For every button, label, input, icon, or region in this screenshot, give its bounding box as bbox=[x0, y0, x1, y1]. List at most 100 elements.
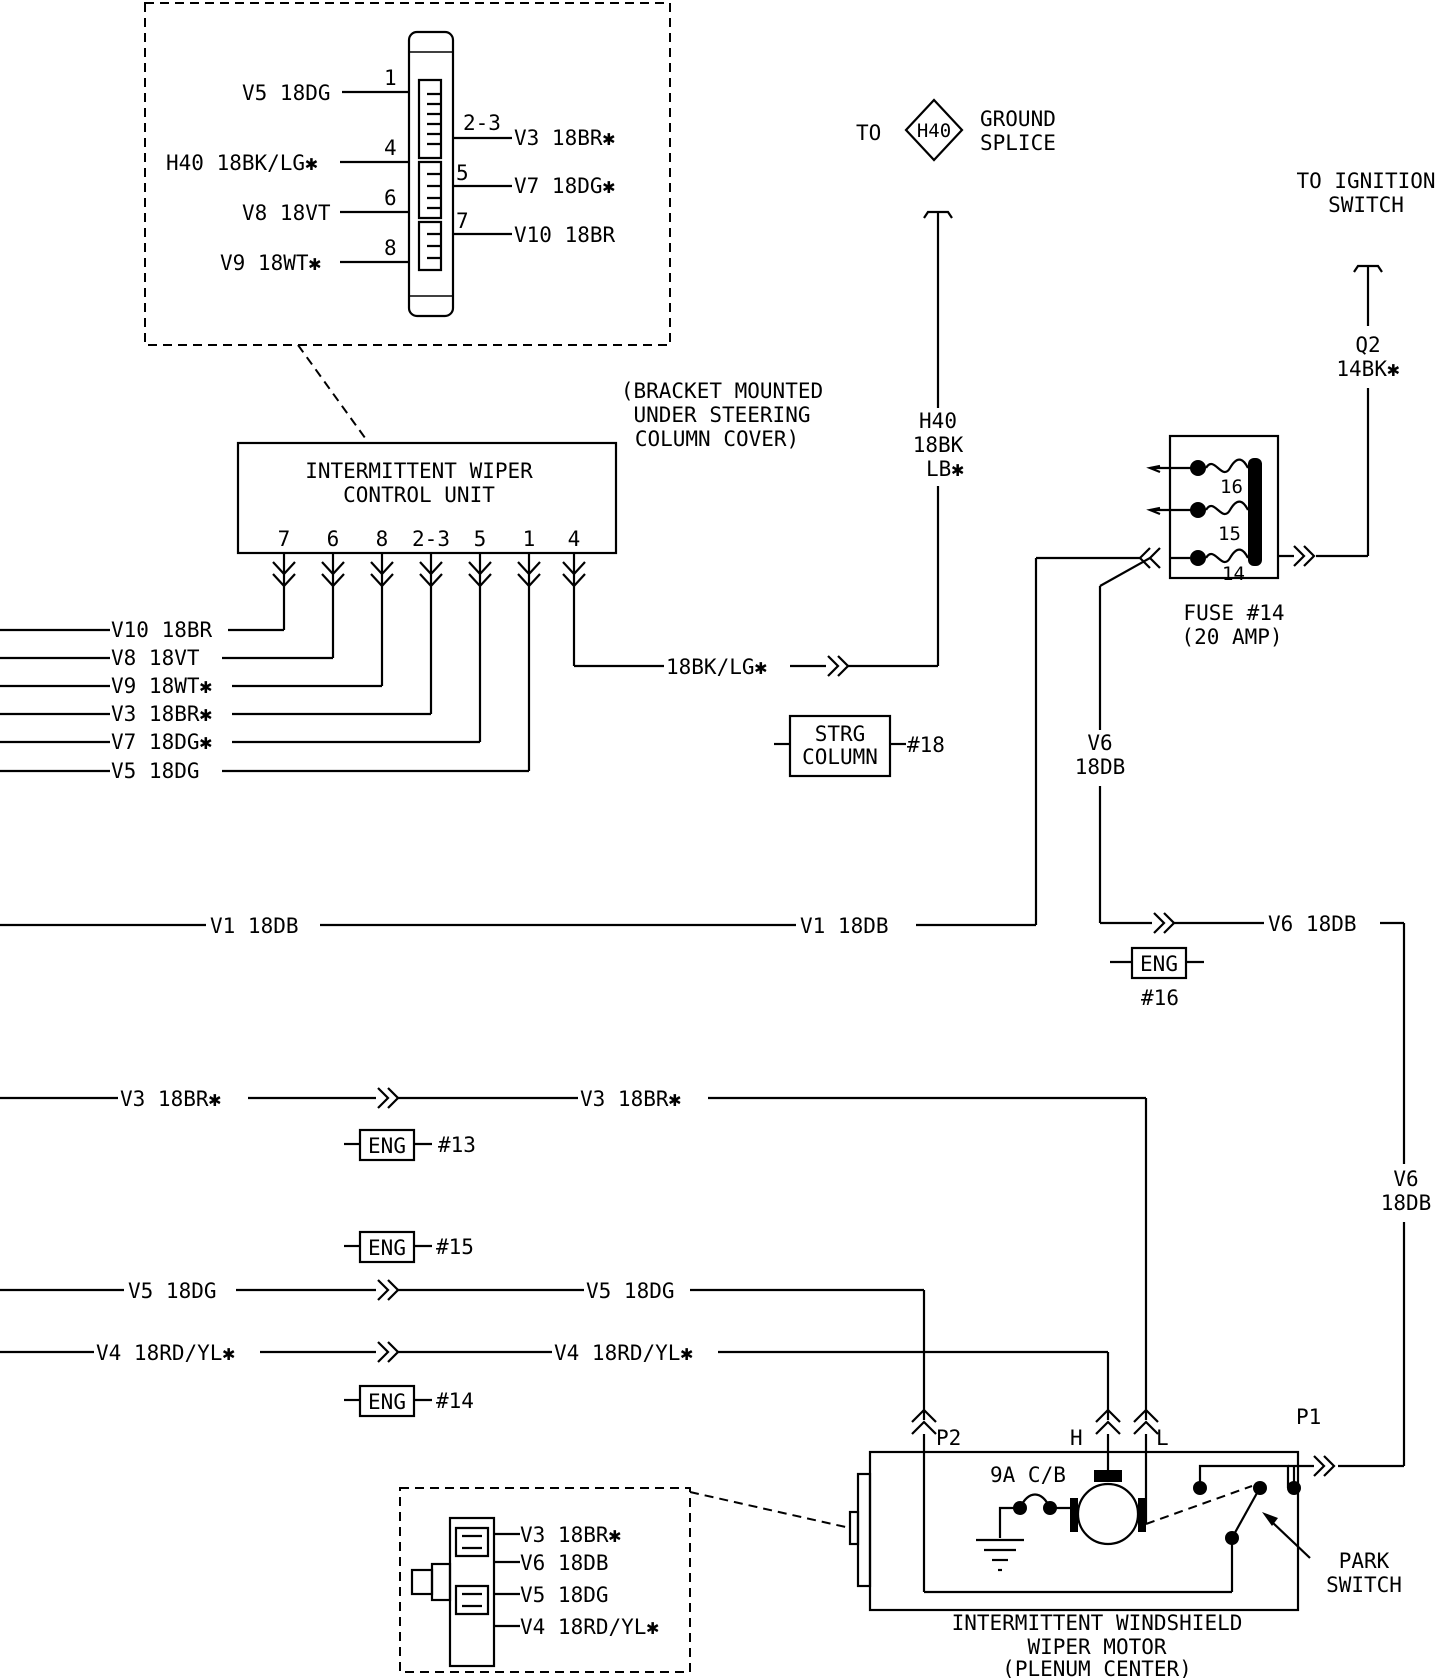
ground-label-2: SPLICE bbox=[980, 131, 1056, 155]
pin-1-wire: V5 18DG bbox=[242, 81, 331, 105]
pin-4-wire: H40 18BK/LG✱ bbox=[166, 151, 318, 175]
ground-splice-badge: H40 bbox=[917, 120, 951, 142]
fuse-label-2: (20 AMP) bbox=[1181, 625, 1282, 649]
v6-wire-label-d: 18DB bbox=[1381, 1191, 1432, 1215]
pin-6-wire: V8 18VT bbox=[242, 201, 331, 225]
left-wire-v7: V7 18DG✱ bbox=[111, 730, 213, 754]
motor-connector-v5: V5 18DG bbox=[520, 1583, 609, 1607]
connector-detail-top: 1 V5 18DG 2-3 V3 18BR✱ 4 H40 18BK/LG✱ 5 … bbox=[144, 2, 671, 443]
pin-5-wire: V7 18DG✱ bbox=[514, 174, 616, 198]
fuse-14-label: 14 bbox=[1222, 563, 1245, 585]
park-switch-label-2: SWITCH bbox=[1326, 1573, 1402, 1597]
control-unit-pin-8: 8 bbox=[376, 527, 389, 551]
left-wire-v5: V5 18DG bbox=[111, 759, 200, 783]
ground-to-label: TO bbox=[856, 121, 881, 145]
bracket-note-line-2: UNDER STEERING bbox=[633, 403, 810, 427]
q2-wire-label-2: 14BK✱ bbox=[1336, 357, 1400, 381]
v6-wire-label-a: V6 bbox=[1087, 731, 1112, 755]
circuit-breaker-label: 9A C/B bbox=[990, 1463, 1066, 1487]
v1-wire-label-right: V1 18DB bbox=[800, 914, 889, 938]
v4-wire: V4 18RD/YL✱ V4 18RD/YL✱ bbox=[0, 1341, 1110, 1420]
fuse-15-label: 15 bbox=[1218, 523, 1241, 545]
strg-column-ref-number: #18 bbox=[907, 733, 945, 757]
v1-wire-label-left: V1 18DB bbox=[210, 914, 299, 938]
h40-wire-label: 18BK/LG✱ bbox=[666, 655, 768, 679]
pin-2-3-wire: V3 18BR✱ bbox=[514, 126, 616, 150]
eng-13-label: ENG bbox=[368, 1134, 406, 1158]
h40-wire-label-1: H40 bbox=[919, 409, 957, 433]
fuse-row-14: 14 bbox=[1190, 548, 1249, 585]
bracket-note-line-1: (BRACKET MOUNTED bbox=[621, 379, 823, 403]
pin-5-label: 5 bbox=[456, 161, 469, 185]
motor-terminal-p2: P2 bbox=[936, 1426, 961, 1450]
v5-wire: V5 18DG V5 18DG bbox=[0, 1279, 926, 1420]
eng-14-ref: #14 bbox=[436, 1389, 474, 1413]
strg-column-ref: STRG COLUMN #18 bbox=[774, 714, 945, 778]
pin-8-wire: V9 18WT✱ bbox=[220, 251, 322, 275]
pin-2-3-label: 2-3 bbox=[463, 111, 501, 135]
bracket-note-line-3: COLUMN COVER) bbox=[635, 427, 799, 451]
control-unit-pin-2-3: 2-3 bbox=[412, 527, 450, 551]
ground-splice: TO H40 GROUND SPLICE H40 18BK LB✱ bbox=[856, 98, 1056, 666]
control-unit-pin-4: 4 bbox=[568, 527, 581, 551]
park-switch-label-1: PARK bbox=[1339, 1549, 1390, 1573]
left-wire-v8: V8 18VT bbox=[111, 646, 200, 670]
v4-wire-label-right: V4 18RD/YL✱ bbox=[554, 1341, 693, 1365]
motor-connector-v3: V3 18BR✱ bbox=[520, 1523, 622, 1547]
control-unit-pin-5: 5 bbox=[474, 527, 487, 551]
motor-terminal-l: L bbox=[1156, 1426, 1169, 1450]
ground-icon bbox=[976, 1538, 1024, 1572]
v5-wire-label-left: V5 18DG bbox=[128, 1279, 217, 1303]
control-unit: INTERMITTENT WIPER CONTROL UNIT 7 6 8 2-… bbox=[236, 441, 618, 771]
left-wire-bundle: V10 18BR V8 18VT V9 18WT✱ V3 18BR✱ V7 18… bbox=[0, 618, 529, 783]
h40-wire-label-3: LB✱ bbox=[926, 457, 964, 481]
bracket-note: (BRACKET MOUNTED UNDER STEERING COLUMN C… bbox=[621, 379, 823, 451]
fuse-label-1: FUSE #14 bbox=[1183, 601, 1284, 625]
pin-4-label: 4 bbox=[384, 136, 397, 160]
ignition-label-1: TO IGNITION bbox=[1296, 169, 1435, 193]
v6-v1-wiring: V1 18DB V1 18DB V6 18DB V6 18DB V6 18DB bbox=[0, 556, 1432, 1468]
pin-7-label: 7 bbox=[456, 209, 469, 233]
fuse-16-label: 16 bbox=[1220, 476, 1243, 498]
control-unit-pin-6: 6 bbox=[327, 527, 340, 551]
ignition-label-2: SWITCH bbox=[1328, 193, 1404, 217]
control-unit-pin-1: 1 bbox=[523, 527, 536, 551]
motor-terminal-h: H bbox=[1070, 1426, 1083, 1450]
wiper-motor-title-2: WIPER MOTOR bbox=[1027, 1635, 1166, 1659]
motor-connector-detail: V3 18BR✱ V6 18DB V5 18DG V4 18RD/YL✱ bbox=[399, 1487, 851, 1673]
wiper-motor-title-3: (PLENUM CENTER) bbox=[1002, 1657, 1192, 1678]
v6-wire-label-b: 18DB bbox=[1075, 755, 1126, 779]
control-unit-pin-7: 7 bbox=[278, 527, 291, 551]
eng-16-label: ENG bbox=[1140, 952, 1178, 976]
left-wire-v10: V10 18BR bbox=[111, 618, 213, 642]
ignition-feed: TO IGNITION SWITCH Q2 14BK✱ bbox=[1296, 169, 1436, 558]
v5-wire-label-right: V5 18DG bbox=[586, 1279, 675, 1303]
v4-wire-label-left: V4 18RD/YL✱ bbox=[96, 1341, 235, 1365]
eng-13-ref: #13 bbox=[438, 1133, 476, 1157]
v6-wire-label-c: V6 bbox=[1393, 1167, 1418, 1191]
motor-connector-v4: V4 18RD/YL✱ bbox=[520, 1615, 659, 1639]
eng-15-label: ENG bbox=[368, 1236, 406, 1260]
strg-column-line-2: COLUMN bbox=[802, 745, 878, 769]
eng-16-ref: #16 bbox=[1141, 986, 1179, 1010]
v6-wire-label-h: V6 18DB bbox=[1268, 912, 1357, 936]
motor-armature bbox=[1076, 1482, 1140, 1546]
control-unit-title-2: CONTROL UNIT bbox=[343, 483, 495, 507]
v3-wire: V3 18BR✱ V3 18BR✱ bbox=[0, 1087, 1148, 1420]
eng-ref-16: ENG #16 bbox=[1110, 946, 1204, 1010]
control-unit-title-1: INTERMITTENT WIPER bbox=[305, 459, 533, 483]
fuse-block: 16 15 14 FUSE #14 (20 AMP) bbox=[1138, 434, 1316, 649]
left-wire-v9: V9 18WT✱ bbox=[111, 674, 213, 698]
wiper-motor: P2 H L P1 9A C/B bbox=[848, 1405, 1402, 1678]
motor-terminal-p1: P1 bbox=[1296, 1405, 1321, 1429]
eng-ref-15: ENG #15 bbox=[344, 1230, 474, 1264]
eng-ref-14: ENG #14 bbox=[344, 1384, 474, 1418]
ground-label-1: GROUND bbox=[980, 107, 1056, 131]
eng-ref-13: ENG #13 bbox=[344, 1128, 476, 1162]
pin-8-label: 8 bbox=[384, 236, 397, 260]
pin-1-label: 1 bbox=[384, 66, 397, 90]
fuse-row-16: 16 bbox=[1146, 458, 1249, 498]
eng-14-label: ENG bbox=[368, 1390, 406, 1414]
motor-connector-v6: V6 18DB bbox=[520, 1551, 609, 1575]
